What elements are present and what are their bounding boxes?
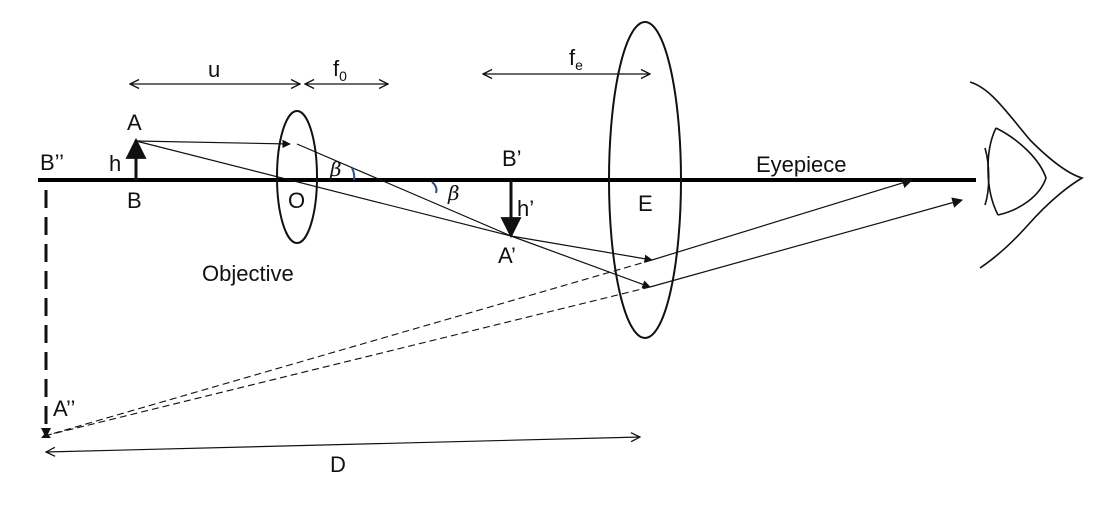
label-beta-1: β xyxy=(329,157,342,181)
final-image-base xyxy=(41,432,51,438)
label-a-double-prime: A’’ xyxy=(53,396,75,421)
label-h: h xyxy=(109,151,121,176)
label-b-prime: B’ xyxy=(502,146,522,171)
label-d: D xyxy=(330,452,346,477)
label-b: B xyxy=(127,188,142,213)
label-f0: f0 xyxy=(333,56,347,84)
label-beta-2: β xyxy=(447,181,460,205)
objective-lens xyxy=(276,110,318,244)
beta-arc-1 xyxy=(351,167,356,181)
beta-arc-2 xyxy=(431,181,438,194)
ray-emerging-upper xyxy=(651,177,914,261)
label-b-double-prime: B’’ xyxy=(40,150,64,175)
ray-emerging-lower xyxy=(649,197,964,288)
label-fe: fe xyxy=(569,45,583,73)
eyepiece-lens xyxy=(608,21,682,339)
virtual-ray-lower xyxy=(47,286,651,436)
label-o: O xyxy=(288,188,305,213)
label-u: u xyxy=(208,57,220,82)
virtual-ray-upper xyxy=(47,259,653,436)
label-a: A xyxy=(127,110,142,135)
label-e: E xyxy=(638,191,653,216)
ray-to-eyepiece-lower xyxy=(510,235,651,289)
label-objective: Objective xyxy=(202,261,294,286)
ray-a-parallel xyxy=(135,139,291,149)
dimension-d xyxy=(46,437,640,452)
label-h-prime: h’ xyxy=(517,196,534,221)
eye-icon xyxy=(969,81,1084,269)
label-a-prime: A’ xyxy=(498,243,516,268)
ray-refracted-focus xyxy=(296,143,512,237)
ray-to-eyepiece-upper xyxy=(510,235,653,263)
ray-a-through-o xyxy=(135,140,512,237)
label-eyepiece: Eyepiece xyxy=(756,152,847,177)
